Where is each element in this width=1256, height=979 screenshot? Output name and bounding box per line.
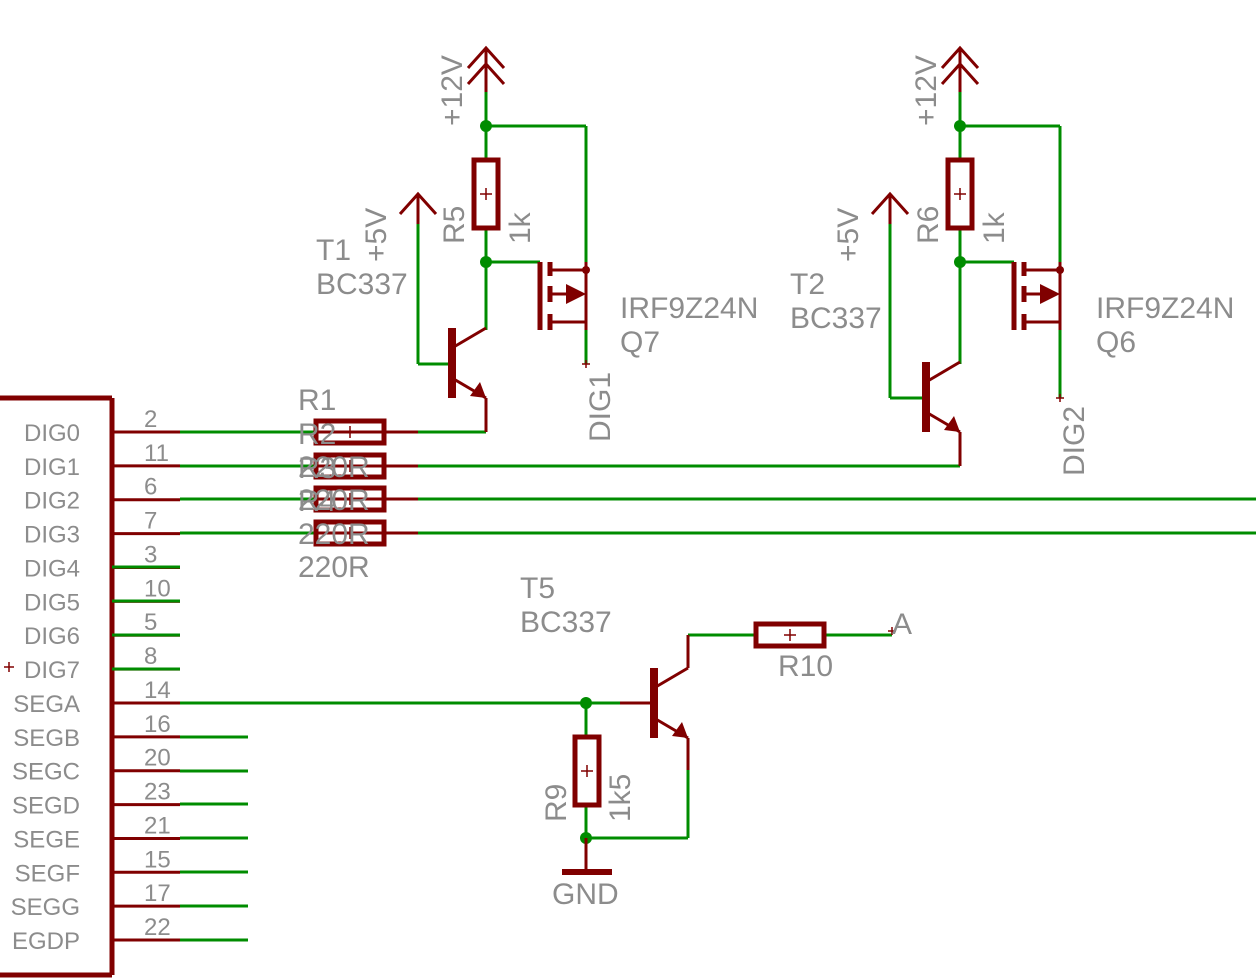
q6-label: Q6 <box>1096 326 1136 359</box>
connector-pin-number: 15 <box>144 846 171 873</box>
connector-pin-name: SEGE <box>13 826 80 853</box>
connector-pin-name: DIG6 <box>24 623 80 650</box>
connector-pin-number: 10 <box>144 575 171 602</box>
connector-pin-number: 11 <box>144 440 169 467</box>
connector-pin-number: 5 <box>144 609 157 636</box>
connector-pin-name: DIG5 <box>24 589 80 616</box>
r4-value: 220R <box>298 551 370 584</box>
supply-12v-1 <box>466 45 506 92</box>
q6-part: IRF9Z24N <box>1096 292 1234 325</box>
t1-label: T1 <box>316 234 351 267</box>
r10-label: R10 <box>778 650 833 683</box>
r6-label: R6 <box>912 206 945 244</box>
connector-pin-number: 2 <box>144 406 157 433</box>
resistor-r10 <box>753 621 827 649</box>
supply-5v-label-1: +5V <box>360 208 393 262</box>
connector-pin-number: 7 <box>144 508 157 535</box>
supply-5v-1 <box>398 191 438 224</box>
wires <box>112 90 1256 942</box>
connector-pin-number: 20 <box>144 745 171 772</box>
r9-label: R9 <box>540 784 573 822</box>
t1-part: BC337 <box>316 268 408 301</box>
resistor-r9 <box>572 734 602 808</box>
connector-pin-name: DIG7 <box>24 657 80 684</box>
ground-symbol <box>562 838 612 875</box>
connector-pin-name: DIG3 <box>24 522 80 549</box>
connector-pin-name: DIG0 <box>24 420 80 447</box>
connector-pin-name: SEGF <box>15 860 80 887</box>
connector-pin-name: DIG1 <box>24 454 80 481</box>
r9-value: 1k5 <box>604 774 637 822</box>
q7-part: IRF9Z24N <box>620 292 758 325</box>
supply-12v-label-1: +12V <box>436 55 469 126</box>
r1-label: R1 <box>298 384 336 417</box>
mosfet-q6 <box>1011 262 1064 330</box>
connector-pin-name: DIG2 <box>24 488 80 515</box>
gnd-label: GND <box>552 878 619 911</box>
labels: R1 R2 R3 R4 220R 220R 220R 220R T1 BC337… <box>298 55 1234 911</box>
supply-5v-label-2: +5V <box>832 208 865 262</box>
connector-pin-name: DIG4 <box>24 555 80 582</box>
connector-pin-name: SEGA <box>13 691 80 718</box>
r1-value: 220R <box>298 451 370 484</box>
connector-pin-number: 6 <box>144 474 157 501</box>
net-a-label: A <box>892 608 912 641</box>
connector-pin-number: 21 <box>144 812 171 839</box>
r2-label: R2 <box>298 418 336 451</box>
connector-pin-number: 3 <box>144 541 157 568</box>
r6-value: 1k <box>978 211 1011 244</box>
transistor-t1 <box>448 326 488 432</box>
t5-part: BC337 <box>520 606 612 639</box>
connector-pin-name: SEGG <box>11 894 80 921</box>
resistor-r1 <box>313 418 418 446</box>
connector-pin-number: 16 <box>144 711 171 738</box>
transistor-t2 <box>922 360 962 466</box>
connector-pin-number: 8 <box>144 643 157 670</box>
junctions <box>480 120 966 844</box>
net-dig1-label: DIG1 <box>584 372 617 442</box>
r4-label: R4 <box>298 485 336 518</box>
connector-pin-number: 23 <box>144 779 171 806</box>
t5-label: T5 <box>520 572 555 605</box>
connector-pin-name: SEGB <box>13 725 80 752</box>
supply-5v-2 <box>870 191 910 224</box>
supply-12v-2 <box>940 45 980 92</box>
resistor-r4 <box>313 519 418 547</box>
resistor-r2 <box>313 452 418 480</box>
r5-label: R5 <box>438 206 471 244</box>
connector-pin-name: SEGD <box>12 793 80 820</box>
t2-part: BC337 <box>790 302 882 335</box>
r3-value: 220R <box>298 518 370 551</box>
t2-label: T2 <box>790 268 825 301</box>
connector-pin-name: SEGC <box>12 759 80 786</box>
resistor-r6 <box>945 157 975 231</box>
connector-pin-name: EGDP <box>12 928 80 955</box>
transistor-t5 <box>620 635 690 770</box>
resistor-r3 <box>313 485 418 513</box>
r2-value: 220R <box>298 484 370 517</box>
mosfet-q7 <box>537 262 590 330</box>
q7-label: Q7 <box>620 326 660 359</box>
supply-12v-label-2: +12V <box>910 55 943 126</box>
connector-pin-number: 14 <box>144 677 171 704</box>
net-dig2-label: DIG2 <box>1058 406 1091 476</box>
connector-pin-number: 17 <box>144 880 171 907</box>
r3-label: R3 <box>298 452 336 485</box>
r5-value: 1k <box>504 211 537 244</box>
resistor-r5 <box>471 157 501 231</box>
connector-pin-number: 22 <box>144 914 171 941</box>
